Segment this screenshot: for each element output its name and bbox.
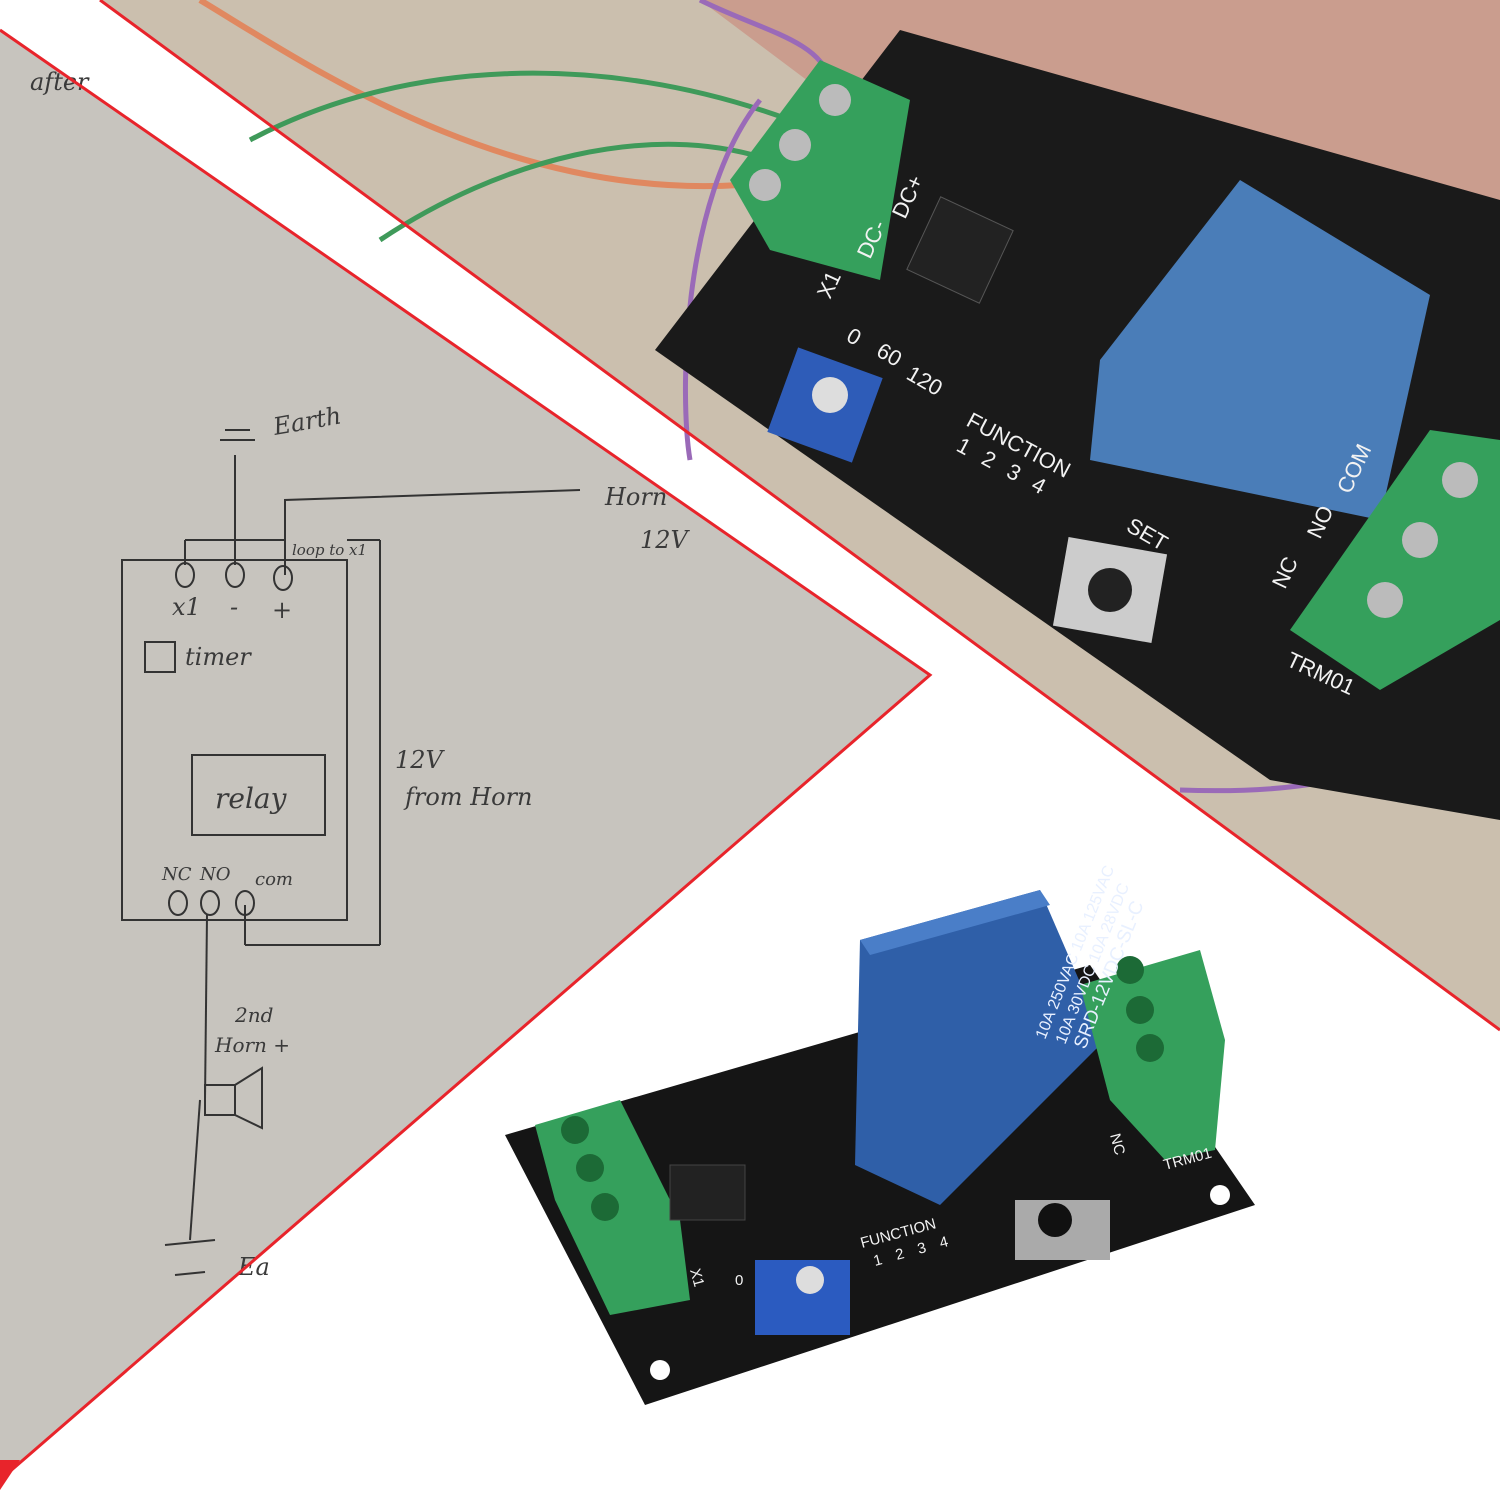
product-x1-label: X1 bbox=[686, 1267, 707, 1289]
sketch-second-horn-2: Horn + bbox=[214, 1033, 290, 1057]
sketch-supply-voltage: 12V bbox=[395, 746, 446, 774]
product-nc-label: NC bbox=[1106, 1132, 1128, 1157]
sketch-loop-note: loop to x1 bbox=[292, 541, 367, 559]
product-board-photo: 10A 250VAC 10A 125VAC 10A 30VDC 10A 28VD… bbox=[505, 863, 1255, 1405]
sketch-relay-pin-com: com bbox=[255, 869, 293, 890]
sketch-relay-pin-no: NO bbox=[199, 864, 231, 885]
sketch-relay: relay bbox=[215, 782, 288, 815]
product-pot-zero: 0 bbox=[735, 1272, 743, 1289]
sketch-earth-bottom: Ea bbox=[237, 1253, 270, 1281]
sketch-horn-voltage: 12V bbox=[640, 526, 691, 554]
sketch-horn-label: Horn bbox=[604, 483, 667, 511]
hand-drawn-schematic: after Earth Horn 12V loop to x1 x1 - + t… bbox=[0, 30, 930, 1480]
sketch-supply-from: from Horn bbox=[403, 783, 533, 811]
sketch-second-horn-1: 2nd bbox=[234, 1003, 273, 1027]
corner-accent bbox=[0, 1460, 20, 1490]
sketch-pin-plus: + bbox=[272, 596, 292, 624]
sketch-relay-pin-nc: NC bbox=[161, 864, 192, 885]
sketch-pin-minus: - bbox=[230, 593, 238, 621]
sketch-timer: timer bbox=[185, 643, 252, 671]
sketch-pin-x1: x1 bbox=[172, 593, 201, 621]
